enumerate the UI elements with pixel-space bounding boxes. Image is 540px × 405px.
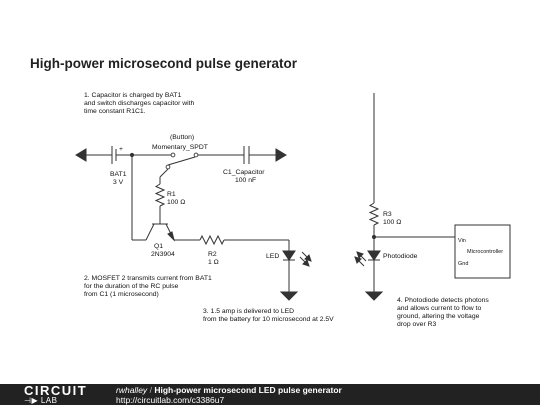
logo-lab-text: LAB	[40, 396, 58, 405]
bat1-value-label: 3 V	[113, 179, 124, 186]
c1-name-label: C1_Capacitor	[223, 169, 265, 176]
bat1-battery-symbol	[111, 146, 132, 164]
led-name-label: LED	[266, 253, 279, 260]
r2-resistor-symbol	[199, 234, 225, 246]
note-1-line-1: 1. Capacitor is charged by BAT1	[84, 92, 182, 99]
logo-text-bottom: ⊣▶ LAB	[24, 396, 57, 405]
r3-resistor-symbol	[368, 202, 380, 226]
microcontroller-box	[454, 224, 511, 279]
bat1-ground-symbol	[75, 148, 112, 162]
note-4-line-4: drop over R3	[397, 321, 437, 328]
r1-name-label: R1	[167, 191, 176, 198]
note-2-line-1: 2. MOSFET 2 transmits current from BAT1	[84, 275, 212, 282]
switch-symbol[interactable]	[159, 152, 199, 178]
photodiode-ground-symbol	[364, 291, 384, 301]
bat1-name-label: BAT1	[110, 171, 127, 178]
note-3-line-1: 3. 1.5 amp is delivered to LED	[203, 308, 294, 315]
photodiode-symbol	[354, 250, 381, 267]
r1-resistor-symbol	[154, 183, 166, 207]
microcontroller-vin-pin: Vin	[458, 238, 466, 244]
switch-name-label: Momentary_SPDT	[152, 144, 208, 151]
photodiode-name-label: Photodiode	[383, 253, 418, 260]
author-link[interactable]: rwhalley	[116, 385, 148, 395]
c1-value-label: 100 nF	[235, 177, 256, 184]
microcontroller-name-label: Microcontroller	[467, 249, 503, 255]
led-ground-symbol	[279, 291, 299, 301]
note-4-line-2: and allows current to flow to	[397, 305, 481, 312]
led-symbol	[282, 250, 312, 267]
r2-value-label: 1 Ω	[208, 259, 219, 266]
logo-arrow-icon: ⊣▶	[24, 396, 39, 405]
r3-name-label: R3	[383, 211, 392, 218]
circuit-schematic: 1. Capacitor is charged by BAT1 and swit…	[75, 92, 511, 328]
note-4-line-3: ground, altering the voltage	[397, 313, 480, 320]
circuit-title: High-power microsecond LED pulse generat…	[154, 385, 342, 395]
note-2-line-2: for the duration of the RC pulse	[84, 283, 179, 290]
switch-tag-label: (Button)	[170, 134, 194, 141]
footer-bar: CIRCUIT ⊣▶ LAB rwhalley / High-power mic…	[0, 384, 540, 405]
note-2-line-3: from C1 (1 microsecond)	[84, 291, 159, 298]
c1-capacitor-symbol	[243, 146, 287, 164]
bat1-plus-sign: +	[119, 146, 123, 153]
note-4-line-1: 4. Photodiode detects photons	[397, 297, 489, 304]
note-1-line-2: and switch discharges capacitor with	[84, 100, 195, 107]
page-title: High-power microsecond pulse generator	[30, 56, 298, 71]
r2-name-label: R2	[208, 251, 217, 258]
q1-name-label: Q1	[154, 243, 163, 250]
logo-text-top: CIRCUIT	[24, 383, 88, 398]
footer-credit: rwhalley / High-power microsecond LED pu…	[116, 385, 342, 395]
microcontroller-gnd-pin: Gnd	[458, 261, 468, 267]
r1-value-label: 100 Ω	[167, 199, 185, 206]
note-1-line-3: time constant R1C1.	[84, 108, 146, 115]
credit-separator: /	[149, 385, 152, 395]
circuit-url-link[interactable]: http://circuitlab.com/c3386u7	[116, 395, 225, 405]
r3-value-label: 100 Ω	[383, 219, 401, 226]
note-3-line-2: from the battery for 10 microsecond at 2…	[203, 316, 334, 323]
q1-transistor-symbol	[145, 223, 175, 242]
q1-value-label: 2N3904	[151, 251, 175, 258]
circuitlab-logo[interactable]: CIRCUIT ⊣▶ LAB	[24, 384, 96, 405]
